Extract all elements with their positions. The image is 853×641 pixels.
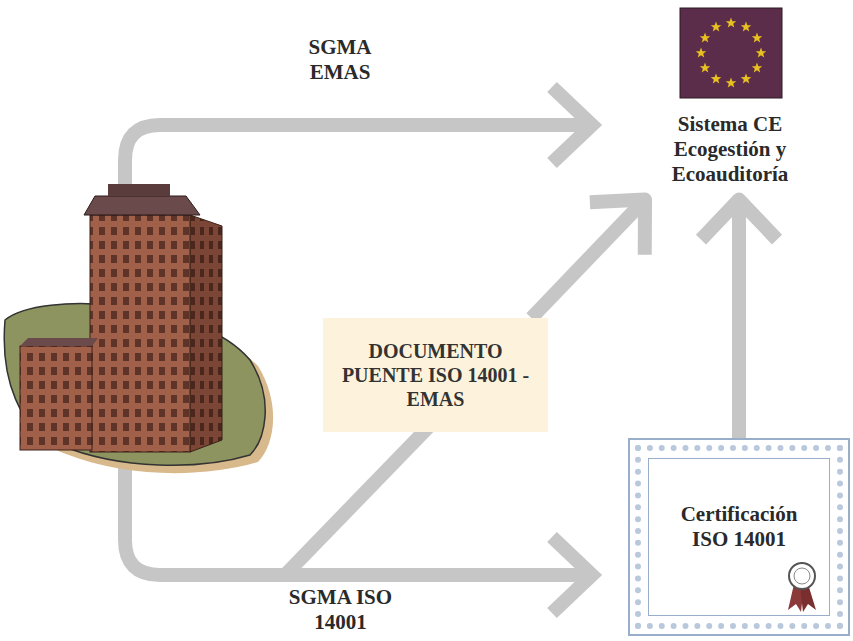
- path-label: SGMA ISO 14001: [283, 585, 398, 635]
- flag-star: [711, 73, 721, 83]
- flag-star: [756, 48, 766, 58]
- lower-arrowhead: [552, 537, 592, 613]
- target-text: Sistema CE Ecogestión y Ecoauditoría: [660, 112, 800, 188]
- eu-flag: [680, 8, 782, 98]
- flag-star: [752, 33, 762, 43]
- building-illustration: [4, 184, 273, 473]
- certificate-text: Certificación ISO 14001: [666, 502, 812, 552]
- bridge-document-box: DOCUMENTO PUENTE ISO 14001 - EMAS: [323, 318, 548, 432]
- flag-star: [726, 78, 736, 88]
- connector-line: [732, 200, 746, 438]
- upper-arrowhead: [552, 87, 592, 163]
- flag-star: [741, 73, 751, 83]
- flag-star: [726, 18, 736, 28]
- flag-star: [700, 63, 710, 73]
- box-text: DOCUMENTO PUENTE ISO 14001 - EMAS: [340, 339, 531, 411]
- target-label-box: Sistema CE Ecogestión y Ecoauditoría: [635, 108, 825, 192]
- connector-arrowhead: [701, 200, 777, 240]
- flag-star: [752, 63, 762, 73]
- flag-field: [680, 8, 782, 98]
- flag-star: [741, 22, 751, 32]
- flag-star: [711, 22, 721, 32]
- path-label: SGMA EMAS: [300, 35, 380, 85]
- flow-arrows: [125, 87, 592, 613]
- connector-arrowhead: [590, 200, 645, 255]
- flag-star: [696, 48, 706, 58]
- flow-connector: [701, 200, 777, 438]
- diagonal-arrow-start: [285, 410, 445, 575]
- flag-star: [700, 33, 710, 43]
- flow-connector: [531, 200, 645, 318]
- seal-disc: [789, 563, 815, 589]
- seal-ring: [794, 568, 810, 584]
- certificate-frame: Certificación ISO 14001: [628, 438, 850, 636]
- certificate-seal: [782, 560, 822, 612]
- connector-line: [531, 200, 645, 318]
